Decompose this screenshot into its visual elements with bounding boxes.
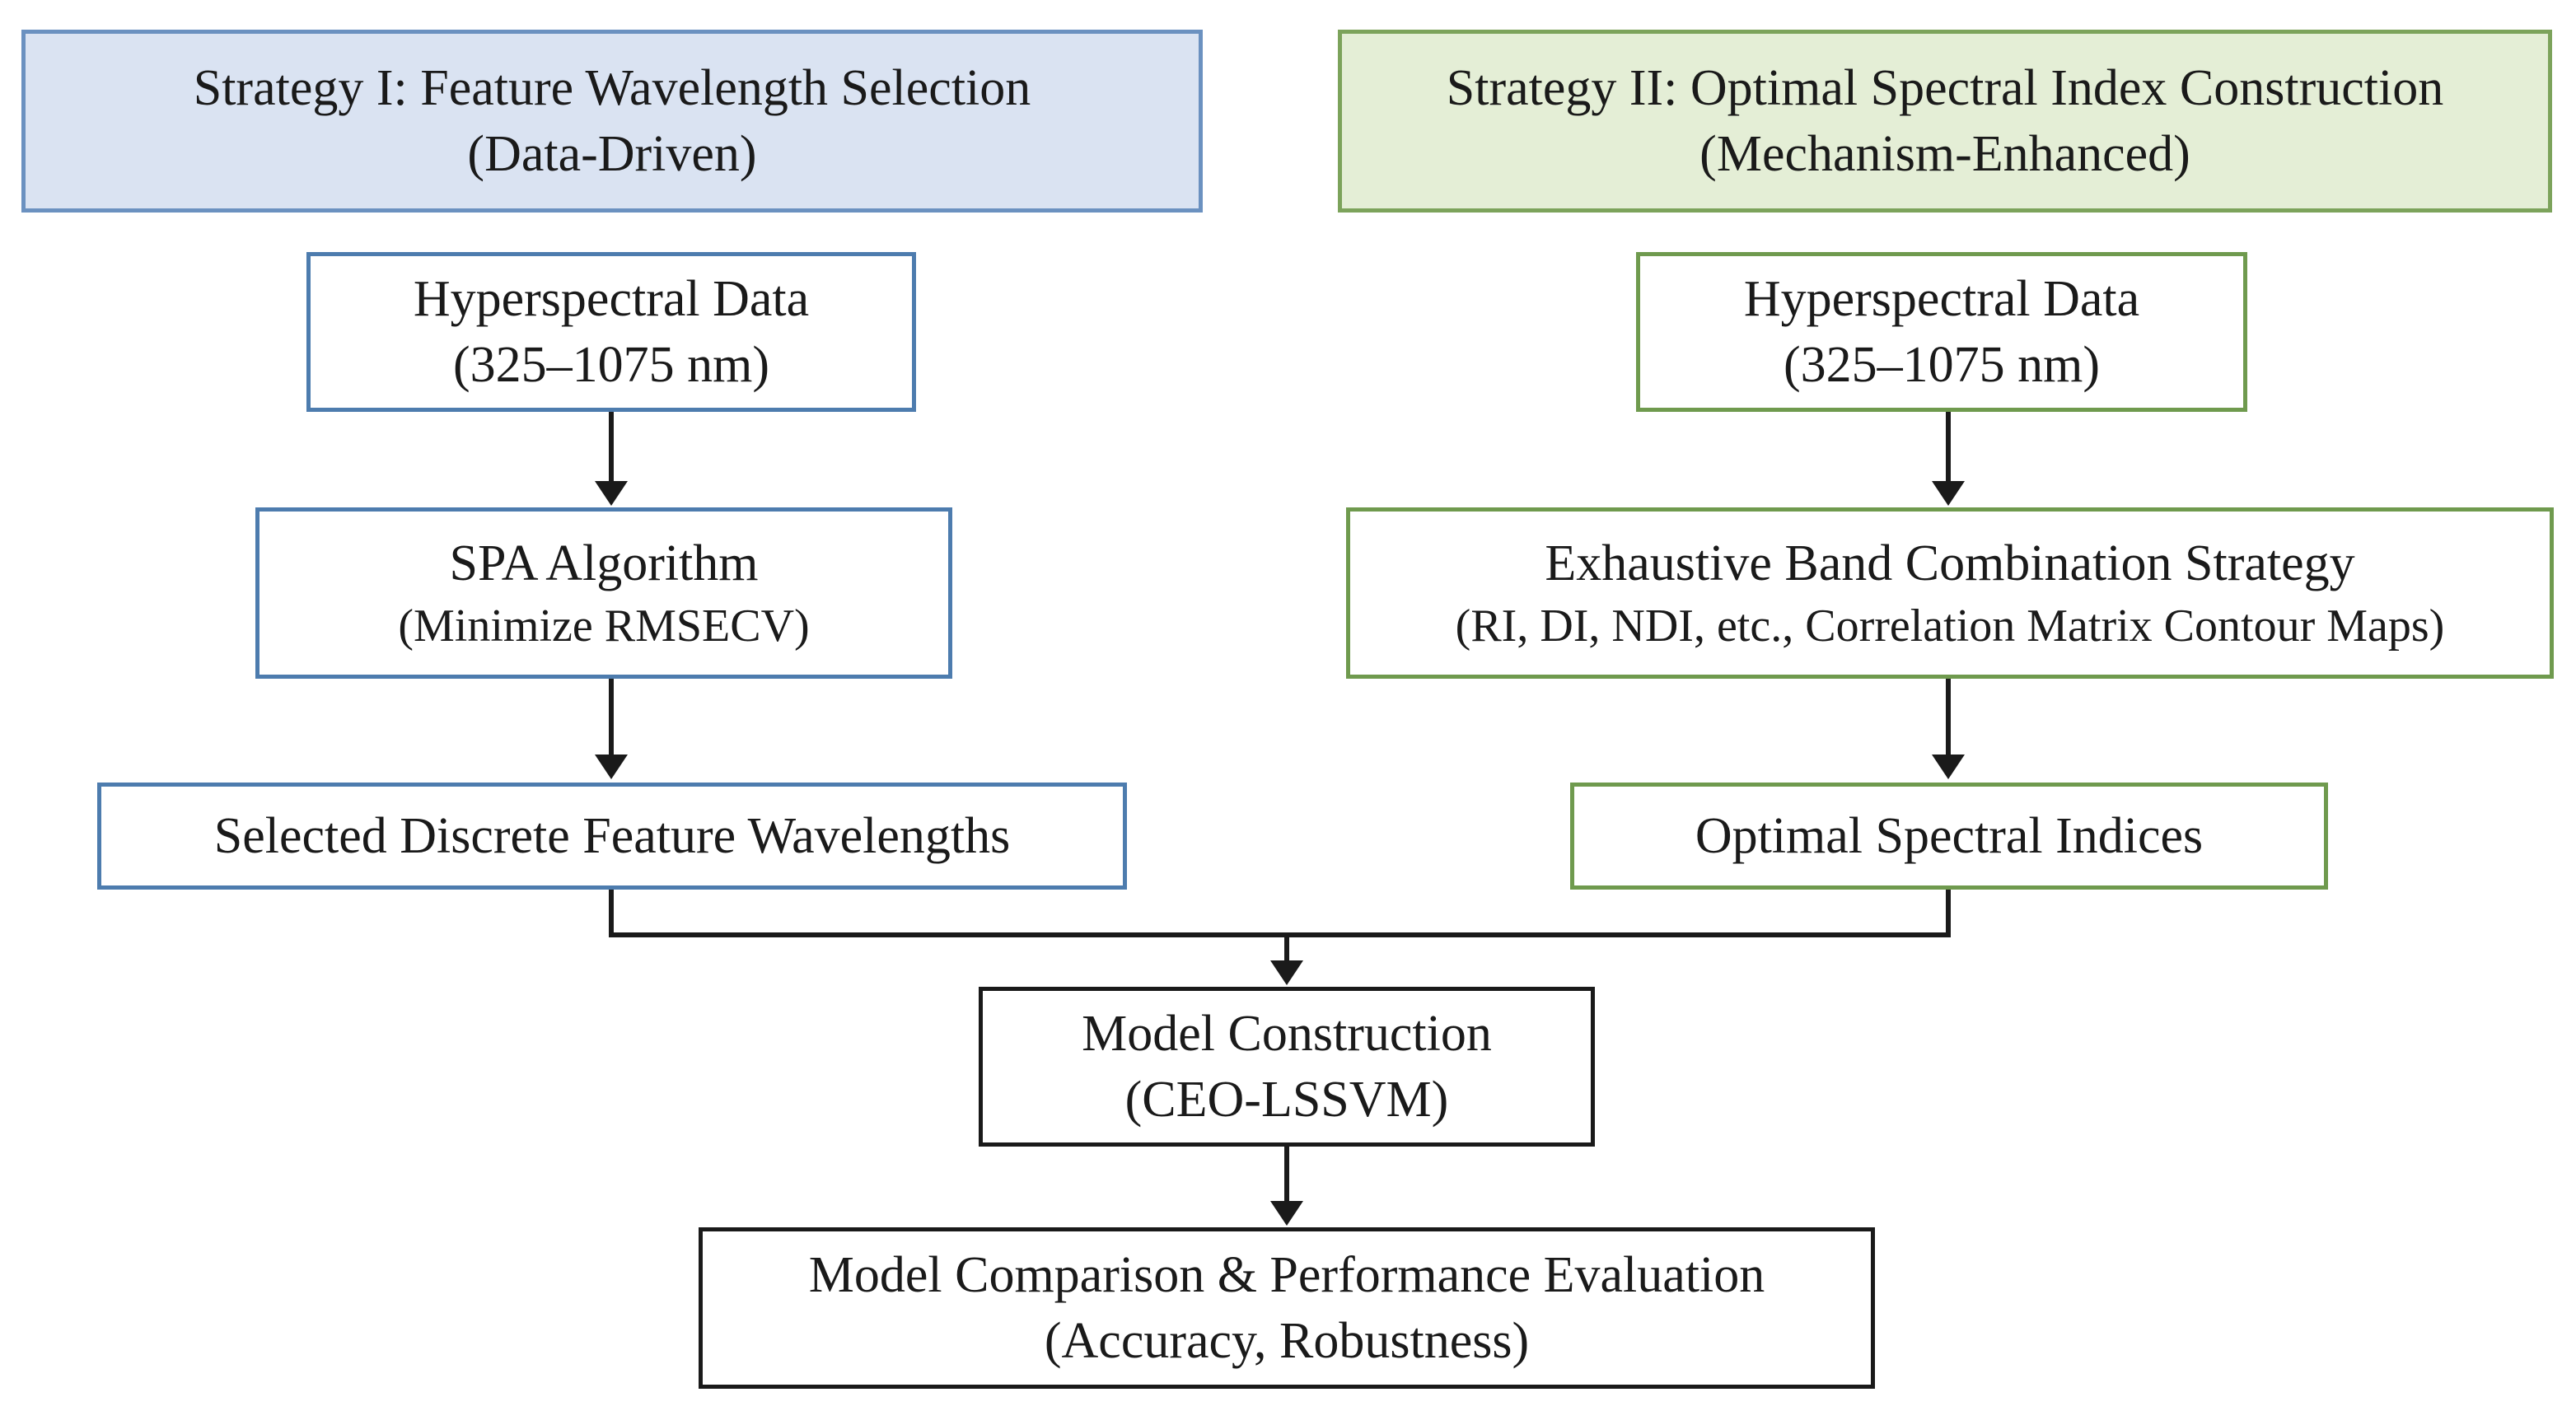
strategy-2-band-combination-box: Exhaustive Band Combination Strategy (RI… bbox=[1346, 507, 2554, 679]
strategy-2-optimal-indices-box: Optimal Spectral Indices bbox=[1570, 783, 2328, 890]
evaluation-sublabel: (Accuracy, Robustness) bbox=[1044, 1313, 1530, 1369]
step-sublabel: (Minimize RMSECV) bbox=[398, 600, 810, 652]
model-evaluation-box: Model Comparison & Performance Evaluatio… bbox=[699, 1227, 1875, 1389]
step-label: Hyperspectral Data bbox=[413, 271, 810, 327]
strategy-1-selected-wavelengths-box: Selected Discrete Feature Wavelengths bbox=[97, 783, 1127, 890]
step-label: Selected Discrete Feature Wavelengths bbox=[213, 808, 1011, 864]
arrowhead-right-2 bbox=[1932, 755, 1965, 779]
strategy-2-hyperspectral-data-box: Hyperspectral Data (325–1075 nm) bbox=[1636, 252, 2247, 412]
model-sublabel: (CEO-LSSVM) bbox=[1124, 1072, 1449, 1128]
strategy-1-hyperspectral-data-box: Hyperspectral Data (325–1075 nm) bbox=[306, 252, 916, 412]
arrowhead-left-2 bbox=[595, 755, 628, 779]
step-label: Exhaustive Band Combination Strategy bbox=[1545, 535, 2355, 591]
arrowhead-left-1 bbox=[595, 481, 628, 506]
strategy-2-title: Strategy II: Optimal Spectral Index Cons… bbox=[1446, 60, 2444, 116]
strategy-1-title: Strategy I: Feature Wavelength Selection bbox=[193, 60, 1031, 116]
strategy-1-spa-algorithm-box: SPA Algorithm (Minimize RMSECV) bbox=[255, 507, 952, 679]
step-label: Optimal Spectral Indices bbox=[1695, 808, 2204, 864]
strategy-1-subtitle: (Data-Driven) bbox=[467, 126, 757, 182]
strategy-1-header: Strategy I: Feature Wavelength Selection… bbox=[21, 30, 1203, 213]
step-label: SPA Algorithm bbox=[449, 535, 759, 591]
strategy-2-header: Strategy II: Optimal Spectral Index Cons… bbox=[1338, 30, 2552, 213]
evaluation-label: Model Comparison & Performance Evaluatio… bbox=[808, 1247, 1765, 1303]
step-sublabel: (RI, DI, NDI, etc., Correlation Matrix C… bbox=[1455, 600, 2445, 652]
step-label: Hyperspectral Data bbox=[1743, 271, 2140, 327]
arrowhead-merge bbox=[1270, 960, 1303, 985]
arrowhead-right-1 bbox=[1932, 481, 1965, 506]
step-sublabel: (325–1075 nm) bbox=[452, 337, 770, 393]
model-construction-box: Model Construction (CEO-LSSVM) bbox=[979, 987, 1595, 1147]
model-label: Model Construction bbox=[1082, 1006, 1492, 1062]
step-sublabel: (325–1075 nm) bbox=[1783, 337, 2101, 393]
strategy-2-subtitle: (Mechanism-Enhanced) bbox=[1699, 126, 2190, 182]
merge-connector bbox=[609, 890, 1951, 937]
arrowhead-model bbox=[1270, 1201, 1303, 1226]
